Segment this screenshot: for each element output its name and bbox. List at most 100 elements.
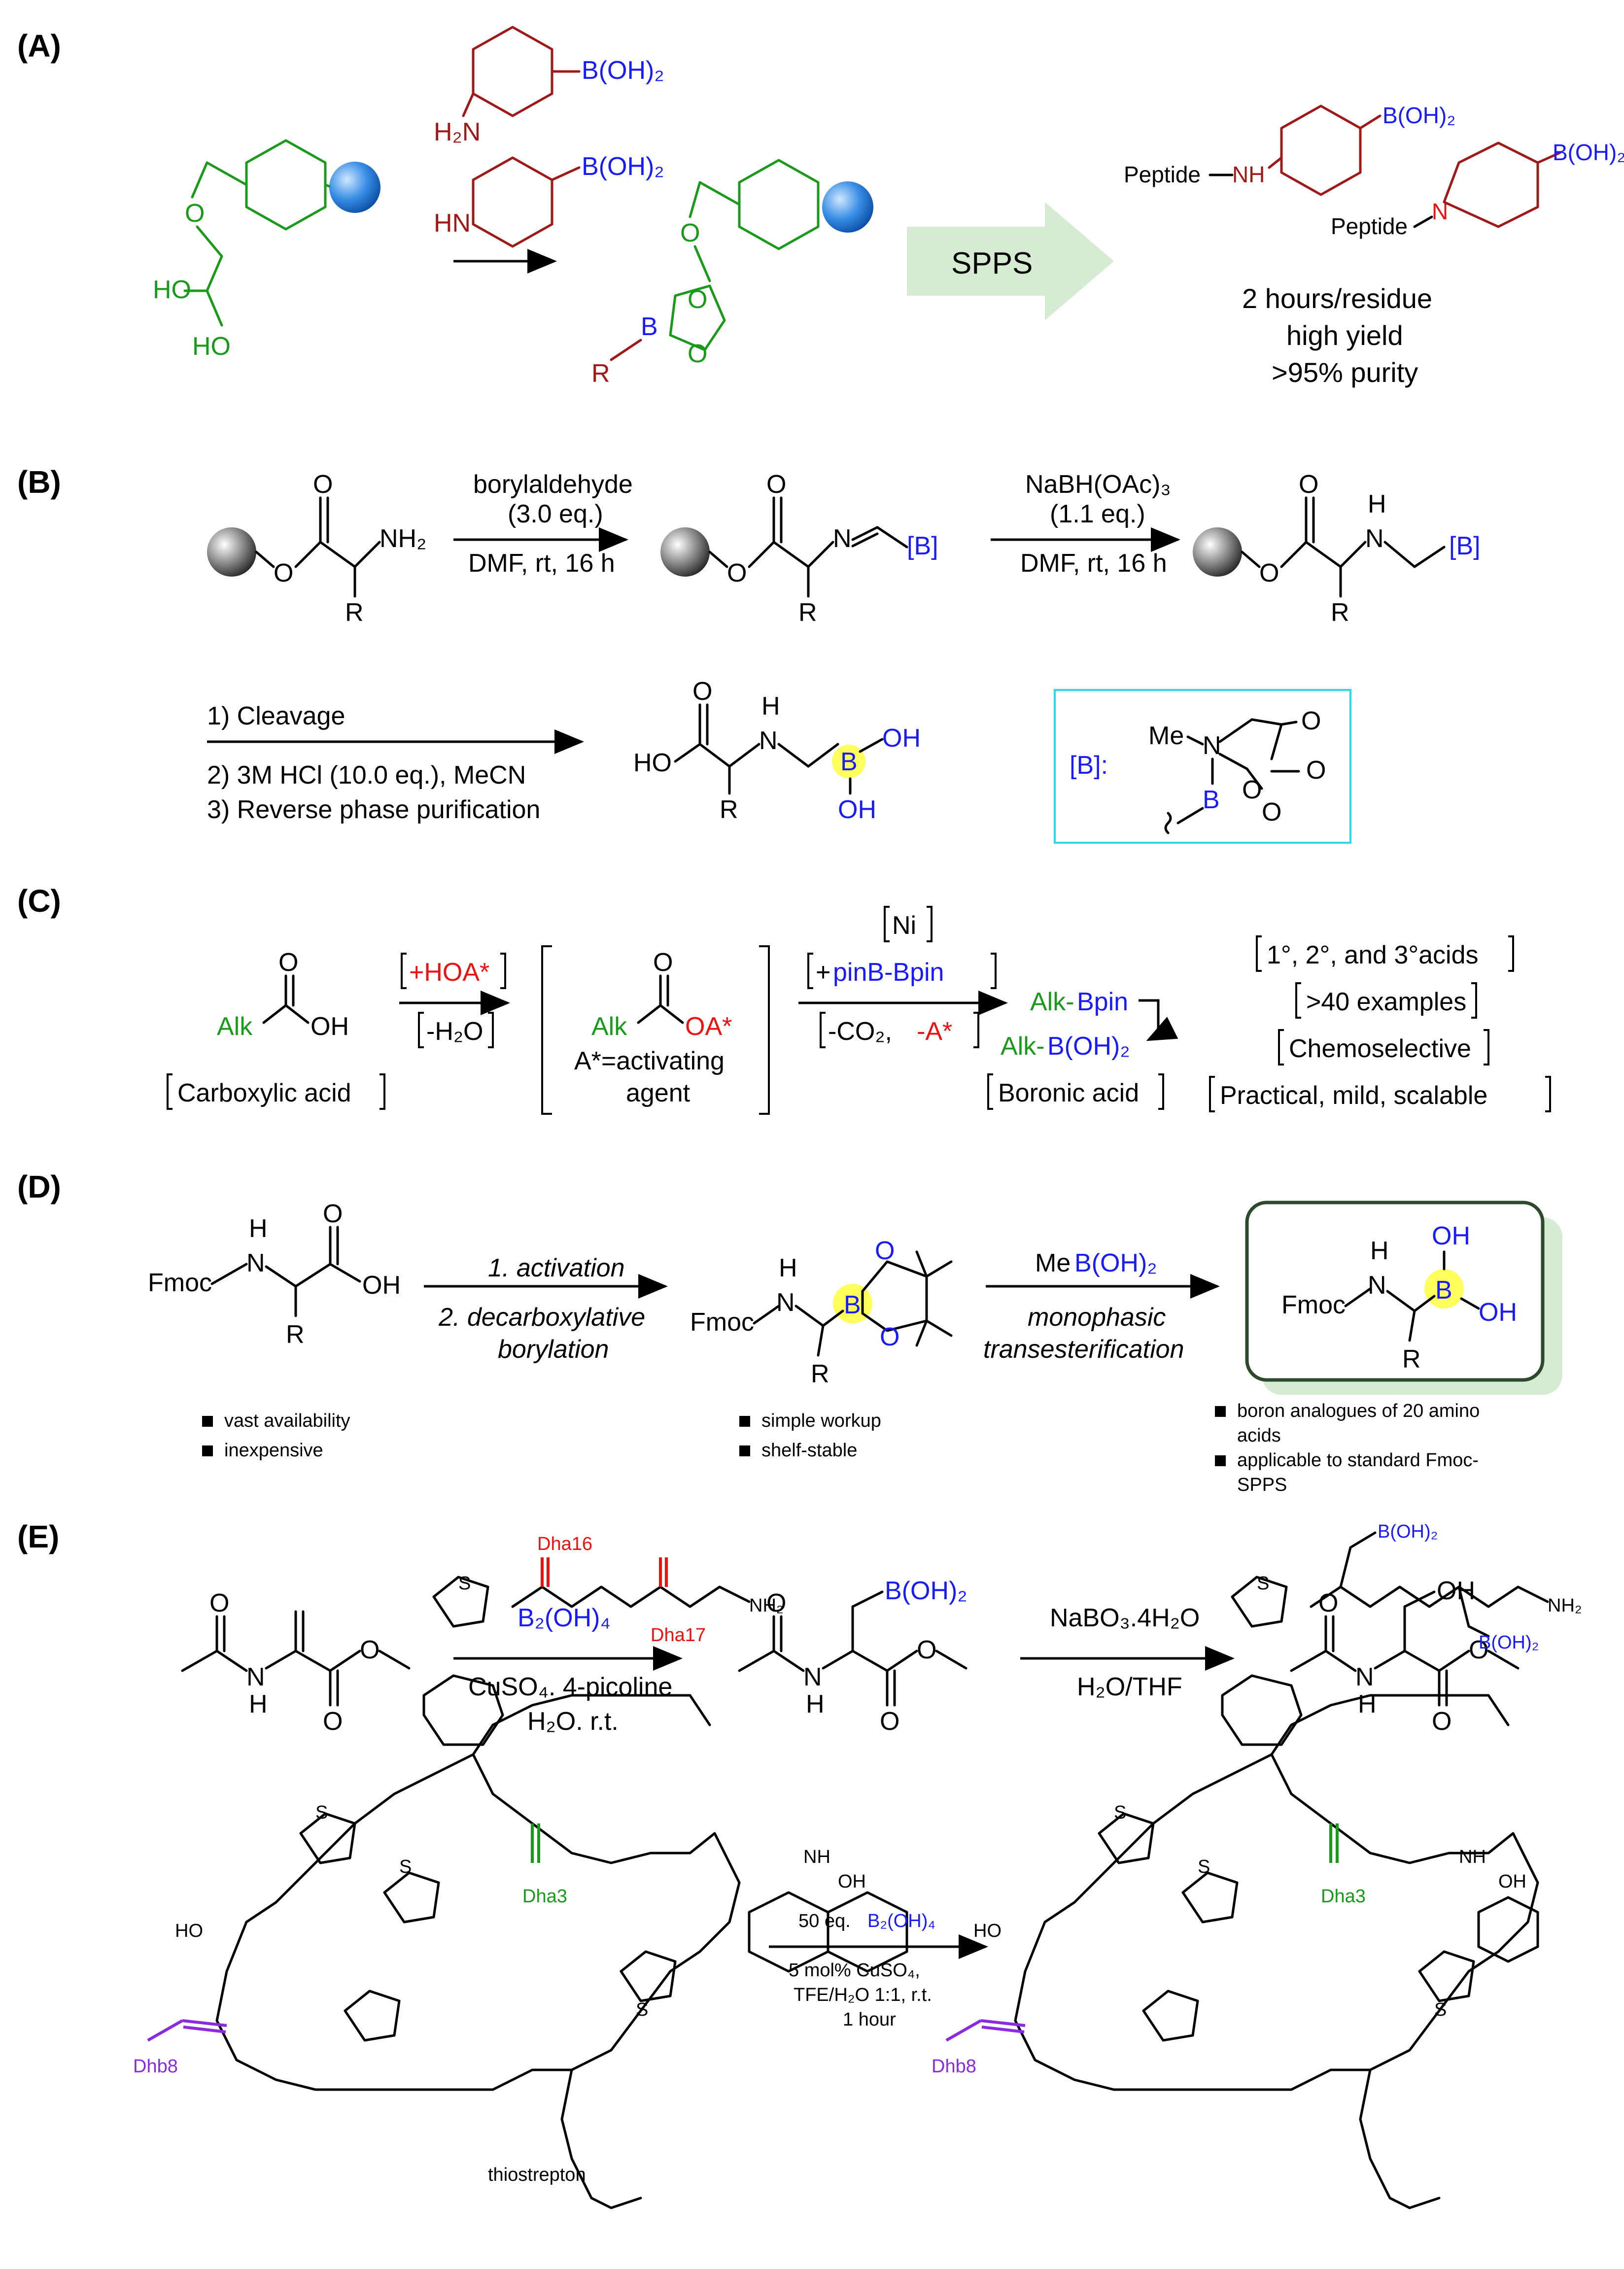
- svg-text:Dha16: Dha16: [537, 1534, 592, 1554]
- svg-text:R: R: [286, 1320, 305, 1349]
- svg-text:N: N: [833, 524, 852, 553]
- svg-text:N: N: [803, 1663, 822, 1691]
- svg-text:NH₂: NH₂: [380, 524, 426, 553]
- svg-text:Dha3: Dha3: [522, 1886, 567, 1907]
- svg-text:NH₂: NH₂: [1548, 1595, 1582, 1616]
- fmoc-amino-acid: Fmoc H N R O OH: [148, 1200, 401, 1349]
- svg-text:O: O: [1469, 1636, 1488, 1664]
- svg-text:O: O: [880, 1323, 899, 1351]
- svg-text:1 hour: 1 hour: [843, 2009, 896, 2030]
- svg-text:(1.1 eq.): (1.1 eq.): [1050, 500, 1145, 528]
- note-yield: high yield: [1286, 320, 1403, 351]
- svg-text:B(OH)₂: B(OH)₂: [1553, 139, 1624, 165]
- svg-text:B(OH)₂: B(OH)₂: [582, 152, 664, 181]
- svg-text:Alk-: Alk-: [1030, 988, 1074, 1016]
- activated-ester-structure: Alk O OA*: [591, 948, 732, 1041]
- svg-text:O: O: [274, 559, 293, 587]
- svg-text:Bpin: Bpin: [1077, 988, 1128, 1016]
- svg-text:H: H: [1370, 1237, 1389, 1265]
- svg-text:O: O: [323, 1707, 343, 1736]
- alkyl-bpin-product: Alk- Bpin Alk- B(OH)₂: [1001, 988, 1178, 1061]
- svg-text:O: O: [1432, 1707, 1451, 1736]
- svg-text:1. activation: 1. activation: [488, 1254, 625, 1282]
- svg-text:B(OH)₂: B(OH)₂: [582, 56, 664, 85]
- resin-imine: O O R N [B]: [660, 470, 938, 627]
- svg-text:NH: NH: [1459, 1847, 1486, 1867]
- svg-text:(B): (B): [17, 464, 61, 500]
- svg-text:borylaldehyde: borylaldehyde: [473, 470, 633, 499]
- panel-a: (A) O HO HO B(OH)₂ H₂N: [17, 26, 1624, 388]
- resin-secondary-amine: O O R H N [B]: [1193, 470, 1481, 627]
- svg-text:H₂O. r.t.: H₂O. r.t.: [527, 1707, 619, 1736]
- svg-text:O: O: [688, 285, 707, 314]
- svg-text:Peptide: Peptide: [1124, 162, 1201, 187]
- svg-text:O: O: [880, 1707, 899, 1736]
- svg-text:NaBO₃.4H₂O: NaBO₃.4H₂O: [1050, 1604, 1200, 1632]
- resin-bead: [329, 162, 380, 213]
- svg-text:Peptide: Peptide: [1331, 213, 1408, 239]
- svg-text:1°, 2°, and 3°acids: 1°, 2°, and 3°acids: [1267, 941, 1479, 969]
- svg-text:SPPS: SPPS: [951, 246, 1033, 280]
- svg-text:R: R: [798, 598, 817, 627]
- svg-text:B(OH)₂: B(OH)₂: [1479, 1632, 1539, 1653]
- svg-text:H₂O/THF: H₂O/THF: [1077, 1673, 1182, 1701]
- svg-text:5 mol% CuSO₄,: 5 mol% CuSO₄,: [789, 1960, 920, 1981]
- svg-text:S: S: [1434, 1999, 1447, 2020]
- svg-text:N: N: [1368, 1271, 1386, 1300]
- fmoc-boronic-acid-result-box: Fmoc H N R B OH OH: [1245, 1201, 1562, 1395]
- svg-text:S: S: [1114, 1802, 1126, 1823]
- svg-text:(3.0 eq.): (3.0 eq.): [508, 500, 603, 528]
- svg-text:inexpensive: inexpensive: [224, 1440, 323, 1461]
- svg-text:O: O: [653, 948, 673, 977]
- panel-d: (D) Fmoc H N R O OH 1. activation 2. dec…: [17, 1169, 1562, 1495]
- svg-text:Carboxylic acid: Carboxylic acid: [177, 1079, 351, 1107]
- panel-c: (C) Alk O OH Carboxylic acid +HOA* -H₂O …: [17, 883, 1551, 1115]
- svg-text:B(OH)₂: B(OH)₂: [1378, 1521, 1438, 1542]
- svg-text:H: H: [779, 1254, 797, 1282]
- svg-text:OH: OH: [838, 795, 876, 824]
- svg-text:DMF, rt, 16 h: DMF, rt, 16 h: [1020, 549, 1167, 578]
- svg-text:B: B: [840, 748, 858, 776]
- svg-text:S: S: [1257, 1573, 1269, 1594]
- svg-text:(D): (D): [17, 1169, 61, 1204]
- svg-text:B: B: [641, 312, 658, 341]
- svg-text:B(OH)₂: B(OH)₂: [1047, 1032, 1130, 1061]
- svg-text:R: R: [345, 598, 364, 627]
- svg-text:B₂(OH)₄: B₂(OH)₄: [518, 1604, 611, 1632]
- svg-text:Fmoc: Fmoc: [1281, 1291, 1346, 1319]
- svg-text:borylation: borylation: [498, 1335, 609, 1364]
- svg-text:agent: agent: [626, 1079, 691, 1107]
- svg-text:B: B: [1435, 1276, 1452, 1305]
- svg-text:applicable to standard Fmoc-: applicable to standard Fmoc-: [1237, 1450, 1479, 1471]
- svg-text:[B]: [B]: [907, 532, 938, 560]
- carboxylic-acid-structure: Alk O OH: [217, 948, 349, 1041]
- resin-diol-structure: O HO HO: [153, 139, 380, 361]
- svg-text:O: O: [1301, 707, 1321, 735]
- benzene-ring: [245, 139, 327, 231]
- svg-text:O: O: [917, 1636, 936, 1664]
- svg-text:[B]: [B]: [1449, 532, 1481, 560]
- ether-oxygen: O: [185, 199, 205, 228]
- svg-text:R: R: [720, 795, 738, 824]
- svg-text:acids: acids: [1237, 1425, 1281, 1446]
- svg-text:O: O: [1299, 470, 1318, 499]
- svg-text:Alk: Alk: [217, 1012, 253, 1041]
- panel-b: (B) O O R NH₂ borylaldehyde (3.0 eq.) DM…: [17, 464, 1481, 844]
- svg-text:HO: HO: [175, 1921, 203, 1941]
- svg-text:N: N: [1355, 1663, 1374, 1691]
- svg-text:[B]:: [B]:: [1070, 751, 1108, 780]
- serine-ester: O N H OH O O: [1290, 1577, 1520, 1736]
- svg-text:N: N: [776, 1288, 795, 1317]
- svg-text:Me: Me: [1035, 1249, 1071, 1277]
- panel-e: (E) O N H O O B₂(OH)₄ CuSO₄. 4-picoline …: [17, 1519, 1582, 2209]
- svg-text:R: R: [811, 1360, 829, 1388]
- svg-text:Ni: Ni: [892, 911, 916, 940]
- svg-text:O: O: [688, 340, 707, 368]
- svg-text:Fmoc: Fmoc: [690, 1308, 754, 1337]
- svg-text:H: H: [249, 1214, 268, 1243]
- svg-text:H: H: [761, 692, 780, 721]
- svg-text:pinB-Bpin: pinB-Bpin: [833, 958, 944, 987]
- svg-text:-H₂O: -H₂O: [426, 1017, 484, 1046]
- svg-text:O: O: [766, 1589, 786, 1617]
